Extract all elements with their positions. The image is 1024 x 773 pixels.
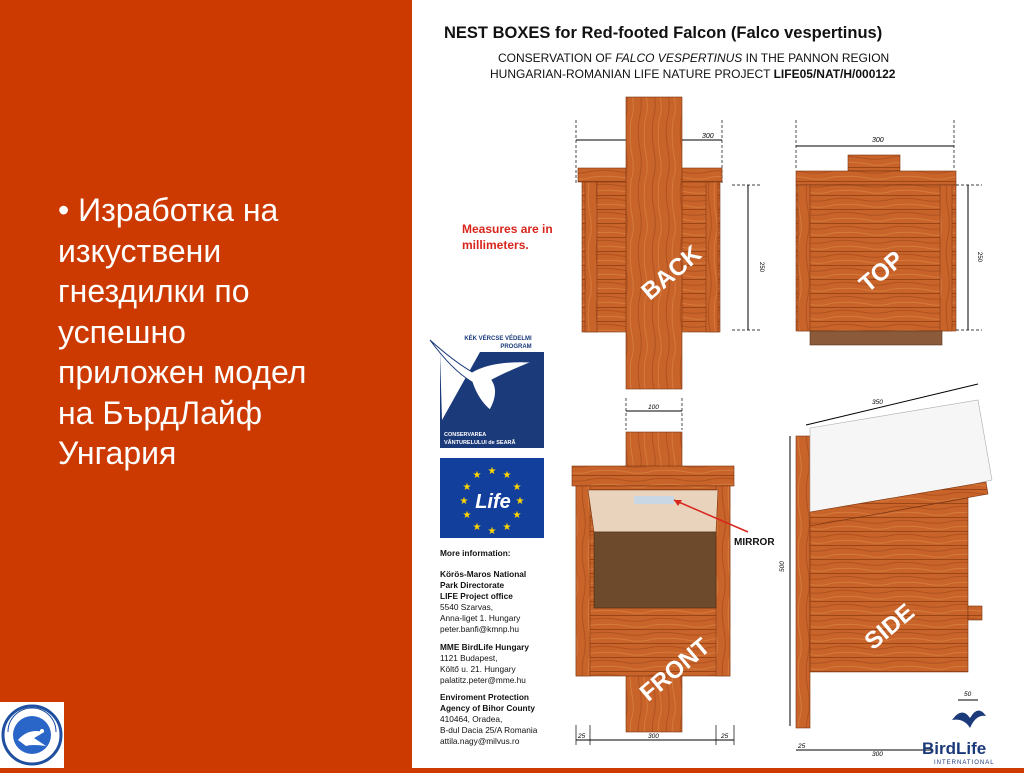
svg-text:CONSERVAREA: CONSERVAREA (444, 432, 486, 438)
svg-text:25: 25 (720, 733, 729, 740)
svg-text:peter.banfi@kmnp.hu: peter.banfi@kmnp.hu (440, 624, 519, 634)
svg-text:BirdLife: BirdLife (922, 739, 986, 758)
svg-text:★: ★ (513, 510, 522, 521)
poster-drawing: NEST BOXES for Red-footed Falcon (Falco … (429, 24, 995, 766)
svg-text:attila.nagy@milvus.ro: attila.nagy@milvus.ro (440, 736, 520, 746)
poster-subtitle-1: CONSERVATION OF FALCO VESPERTINUS IN THE… (498, 51, 889, 65)
bullet-text: • Изработка на изкуствени гнездилки по у… (58, 190, 388, 474)
nest-box-poster: NEST BOXES for Red-footed Falcon (Falco … (412, 0, 1024, 768)
top-view: 300 250 TOP (795, 120, 982, 346)
svg-text:500: 500 (779, 561, 786, 572)
svg-text:★: ★ (463, 510, 472, 521)
svg-text:★: ★ (516, 496, 525, 507)
svg-text:Life: Life (475, 491, 511, 513)
svg-text:B-dul Dacia 25/A Romania: B-dul Dacia 25/A Romania (440, 725, 538, 735)
svg-text:5540 Szarvas,: 5540 Szarvas, (440, 602, 493, 612)
bullet-line-6: на БърдЛайф (58, 394, 263, 431)
measures-note-2: millimeters. (462, 238, 529, 252)
svg-text:Körös-Maros National: Körös-Maros National (440, 569, 526, 579)
svg-text:50: 50 (964, 691, 972, 698)
bullet-line-4: успешно (58, 313, 186, 350)
bullet-line-5: приложен модел (58, 354, 307, 390)
svg-text:More information:: More information: (440, 548, 511, 558)
svg-text:★: ★ (488, 466, 497, 477)
svg-text:KÉK VÉRCSE VÉDELMI: KÉK VÉRCSE VÉDELMI (464, 334, 532, 342)
svg-text:300: 300 (872, 137, 884, 144)
svg-text:MME BirdLife Hungary: MME BirdLife Hungary (440, 642, 529, 652)
svg-text:25: 25 (577, 733, 586, 740)
svg-text:250: 250 (976, 252, 982, 263)
svg-text:300: 300 (702, 133, 714, 140)
front-view: 100 MIRROR FRONT 25 300 25 (571, 398, 775, 745)
bird-society-logo (0, 702, 64, 768)
svg-text:Anna-liget 1. Hungary: Anna-liget 1. Hungary (440, 613, 521, 623)
mirror-label: MIRROR (734, 537, 775, 548)
svg-text:★: ★ (488, 526, 497, 537)
bullet-line-7: Унгария (58, 435, 177, 471)
svg-text:PROGRAM: PROGRAM (500, 344, 531, 350)
svg-text:300: 300 (648, 733, 659, 740)
eu-life-logo: ★★★ ★★★ ★★★ ★★★ Life (440, 458, 544, 538)
side-view: 350 500 SIDE 50 25 300 (779, 383, 993, 758)
bullet-line-1: • Изработка на (58, 192, 279, 228)
svg-text:300: 300 (872, 751, 883, 758)
svg-text:★: ★ (463, 482, 472, 493)
svg-text:★: ★ (473, 470, 482, 481)
svg-text:Költő u. 21. Hungary: Költő u. 21. Hungary (440, 664, 516, 674)
svg-text:1121 Budapest,: 1121 Budapest, (440, 653, 498, 663)
svg-text:VÂNTURELULUI de SEARĂ: VÂNTURELULUI de SEARĂ (444, 439, 516, 446)
birdlife-logo: BirdLife INTERNATIONAL (922, 710, 995, 766)
svg-text:★: ★ (503, 470, 512, 481)
svg-text:★: ★ (513, 482, 522, 493)
bullet-line-2: изкуствени (58, 232, 222, 269)
svg-text:Agency of Bihor County: Agency of Bihor County (440, 703, 535, 713)
svg-text:LIFE Project office: LIFE Project office (440, 591, 513, 601)
svg-text:100: 100 (648, 404, 659, 411)
slide-left-panel: • Изработка на изкуствени гнездилки по у… (0, 0, 412, 768)
svg-text:Enviroment Protection: Enviroment Protection (440, 692, 529, 702)
poster-title: NEST BOXES for Red-footed Falcon (Falco … (444, 24, 882, 42)
svg-text:25: 25 (797, 743, 806, 750)
contact-info: More information: Körös-Maros National P… (440, 548, 538, 746)
svg-text:250: 250 (758, 262, 764, 273)
poster-subtitle-2: HUNGARIAN-ROMANIAN LIFE NATURE PROJECT L… (490, 67, 896, 81)
svg-text:★: ★ (503, 522, 512, 533)
program-logo: KÉK VÉRCSE VÉDELMI PROGRAM CONSERVAREA V… (429, 330, 544, 448)
back-view: 300 250 BACK (575, 96, 764, 390)
svg-text:★: ★ (460, 496, 469, 507)
svg-text:350: 350 (872, 399, 883, 406)
measures-note-1: Measures are in (462, 222, 553, 236)
svg-text:410464, Oradea,: 410464, Oradea, (440, 714, 502, 724)
bullet-line-3: гнездилки по (58, 273, 250, 309)
svg-text:Park Directorate: Park Directorate (440, 580, 504, 590)
svg-text:palatitz.peter@mme.hu: palatitz.peter@mme.hu (440, 675, 526, 685)
svg-text:INTERNATIONAL: INTERNATIONAL (934, 760, 995, 766)
svg-text:★: ★ (473, 522, 482, 533)
